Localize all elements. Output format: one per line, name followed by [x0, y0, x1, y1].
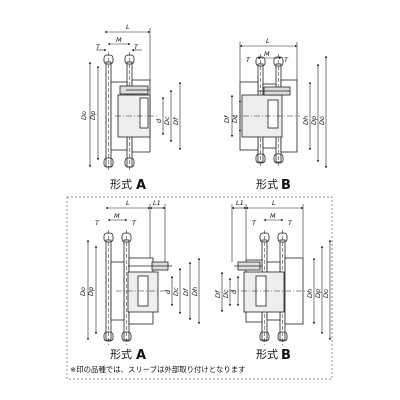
- labels-top-left: L M T T Do Dp d Dc Df: [80, 23, 180, 125]
- dim-label-Dh: Dh: [191, 287, 199, 296]
- dim-label-Do: Do: [79, 287, 87, 296]
- dim-label-d: d: [164, 289, 172, 294]
- dim-label-M: M: [270, 212, 276, 220]
- dim-label-Dc: Dc: [163, 116, 171, 125]
- dim-label-Dp: Dp: [314, 289, 322, 298]
- sleeve-section-frame: [66, 196, 333, 380]
- caption-prefix: 形式: [256, 348, 278, 361]
- dim-label-T: T: [252, 219, 257, 227]
- dim-label-Dc: Dc: [172, 287, 180, 296]
- dim-label-T: T: [246, 56, 251, 64]
- dim-label-Df: Df: [172, 116, 180, 125]
- dim-label-d: d: [155, 118, 163, 123]
- caption-letter: B: [281, 348, 291, 363]
- dim-label-L: L: [266, 37, 270, 45]
- labels-bottom-right: L1 L M T T Df Dc d Dh Dp Do: [214, 199, 330, 298]
- drawing-bottom-left: [86, 204, 201, 345]
- dim-label-Dh: Dh: [306, 289, 314, 298]
- caption-top-left: 形式 A: [110, 178, 146, 193]
- dim-label-d: d: [230, 289, 238, 294]
- dim-label-L: L: [126, 23, 130, 31]
- dim-label-Dc: Dc: [222, 289, 230, 298]
- dim-label-T: T: [288, 219, 293, 227]
- caption-bottom-left: 形式 A: [110, 348, 146, 363]
- dim-label-T: T: [96, 43, 101, 51]
- caption-letter: A: [136, 348, 146, 363]
- dimensions: [86, 204, 201, 341]
- dim-label-Df: Df: [182, 287, 190, 296]
- dim-label-T: T: [284, 56, 289, 64]
- dim-label-T: T: [134, 43, 139, 51]
- dim-label-M: M: [114, 212, 120, 220]
- dim-label-T: T: [132, 219, 137, 227]
- drawing-bottom-right: [220, 204, 332, 345]
- dim-label-L1: L1: [236, 199, 244, 207]
- hub-body: [110, 257, 172, 325]
- caption-bottom-right: 形式 B: [256, 348, 291, 363]
- dim-label-Dp: Dp: [310, 116, 318, 125]
- labels-top-right: L M T T Df Dc Dh Dp Do: [223, 37, 326, 125]
- dim-label-Do: Do: [80, 111, 88, 120]
- dim-label-L1: L1: [153, 199, 161, 207]
- labels-bottom-left: L L1 M T T Do Dp d Dc Df Dh: [79, 199, 199, 296]
- dimensions: [88, 28, 182, 168]
- caption-prefix: 形式: [110, 348, 132, 361]
- sprocket-teeth: [103, 52, 135, 170]
- dim-label-T: T: [95, 219, 100, 227]
- dim-label-Dp: Dp: [89, 111, 97, 120]
- caption-top-right: 形式 B: [256, 178, 291, 193]
- caption-prefix: 形式: [256, 178, 278, 191]
- dim-label-M: M: [116, 36, 122, 44]
- drawing-top-right: [230, 42, 328, 169]
- dimensions: [220, 204, 332, 341]
- caption-letter: A: [136, 178, 146, 193]
- hub-body: [232, 79, 300, 153]
- dim-label-Do: Do: [322, 289, 330, 298]
- dimensions: [230, 42, 328, 169]
- dim-label-Df: Df: [223, 114, 231, 123]
- dim-label-Df: Df: [214, 289, 222, 298]
- dim-label-Dp: Dp: [87, 287, 95, 296]
- dim-label-M: M: [264, 50, 270, 58]
- footnote: ※印の品種では、スリーブは外部取り付けとなります: [70, 365, 246, 374]
- caption-prefix: 形式: [110, 178, 132, 191]
- hub-body: [110, 79, 158, 153]
- dim-label-Dc: Dc: [231, 114, 239, 123]
- dim-label-L: L: [272, 199, 276, 207]
- hub-body: [230, 257, 306, 325]
- caption-letter: B: [281, 178, 291, 193]
- dim-label-L: L: [126, 199, 130, 207]
- dim-label-Do: Do: [318, 116, 326, 125]
- drawing-top-left: [88, 28, 182, 170]
- dim-label-Dh: Dh: [302, 116, 310, 125]
